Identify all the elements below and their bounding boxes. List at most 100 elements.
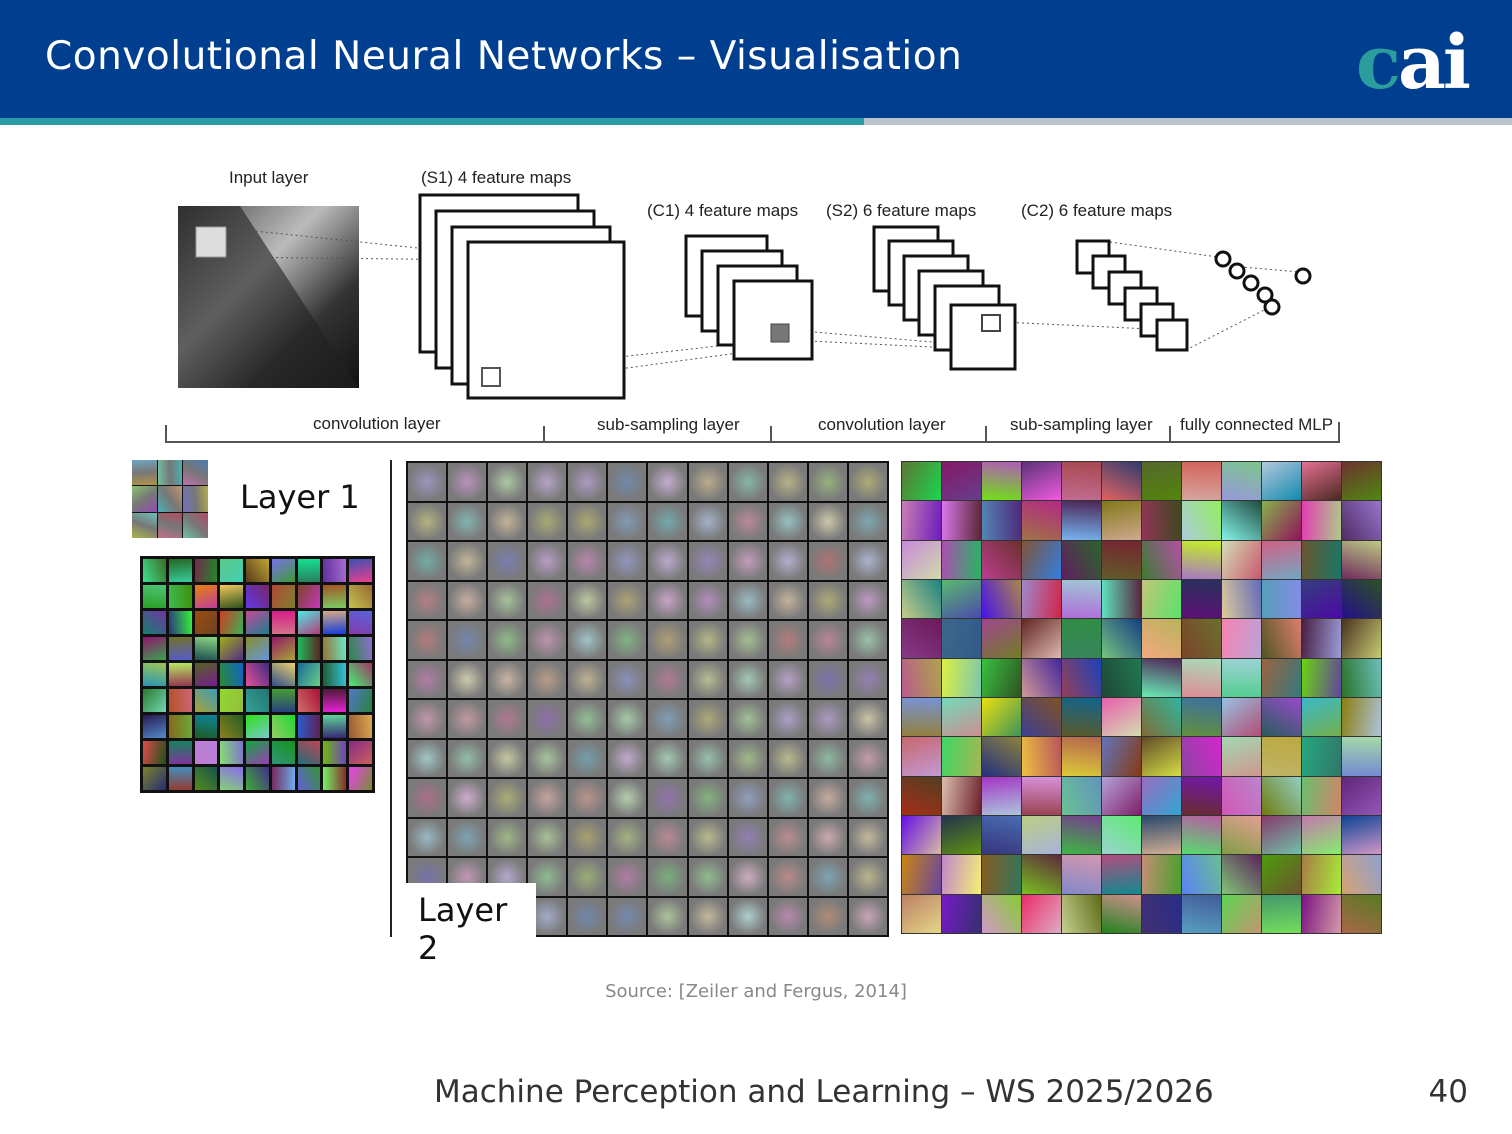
patch-cell (648, 858, 687, 896)
patch-cell (297, 559, 321, 582)
patch-cell (1102, 579, 1141, 619)
patch-cell (246, 637, 269, 660)
patch-cell (608, 897, 647, 935)
patch-cell (768, 897, 807, 935)
patch-cell (608, 818, 647, 856)
patch-cell (297, 585, 321, 608)
patch-cell (271, 741, 295, 764)
patch-cell (168, 741, 192, 764)
patch-cell (768, 502, 807, 540)
patch-cell (942, 579, 981, 619)
patch-cell (488, 542, 527, 580)
patch-cell (608, 542, 647, 580)
patch-cell (728, 502, 767, 540)
patch-cell (1182, 501, 1221, 540)
patch-cell (1022, 815, 1061, 855)
patch-cell (220, 637, 244, 660)
patch-cell (902, 619, 941, 658)
patch-cell (349, 663, 372, 686)
patch-cell (648, 897, 687, 935)
s1-label: (S1) 4 feature maps (421, 168, 572, 187)
patch-cell (168, 637, 192, 660)
patch-cell (848, 542, 887, 580)
patch-cell (1342, 855, 1381, 894)
patch-cell (648, 818, 687, 856)
slide-title: Convolutional Neural Networks – Visualis… (45, 34, 963, 79)
patch-cell (1222, 540, 1261, 579)
patch-cell (488, 818, 527, 856)
patch-cell (297, 689, 321, 712)
patch-cell (942, 855, 981, 894)
patch-cell (568, 621, 607, 659)
patch-cell (168, 611, 192, 634)
patch-cell (448, 502, 487, 540)
patch-cell (528, 502, 567, 540)
patch-cell (688, 779, 727, 817)
patch-cell (1022, 658, 1061, 697)
patch-cell (1302, 540, 1341, 579)
patch-cell (768, 463, 807, 501)
patch-cell (1022, 697, 1061, 737)
mlp-nodes (1214, 250, 1312, 316)
patch-cell (1262, 776, 1301, 815)
patch-cell (323, 715, 347, 738)
patch-cell (1302, 462, 1341, 501)
patch-cell (688, 739, 727, 777)
patch-cell (132, 460, 157, 486)
patch-cell (271, 559, 295, 582)
stage-label: sub-sampling layer (597, 415, 740, 434)
patch-cell (1222, 579, 1261, 619)
patch-cell (568, 502, 607, 540)
patch-cell (194, 611, 218, 634)
patch-cell (143, 767, 166, 790)
patch-cell (488, 779, 527, 817)
patch-cell (448, 463, 487, 501)
patch-cell (246, 663, 269, 686)
patch-cell (1342, 894, 1381, 933)
patch-cell (1062, 462, 1101, 501)
patch-cell (808, 502, 847, 540)
patch-cell (323, 741, 347, 764)
patch-cell (448, 779, 487, 817)
patch-cell (349, 559, 372, 582)
patch-cell (608, 739, 647, 777)
patch-cell (297, 741, 321, 764)
patch-cell (168, 585, 192, 608)
patch-cell (688, 700, 727, 738)
patch-cell (194, 637, 218, 660)
patch-cell (1302, 894, 1341, 933)
patch-cell (902, 697, 941, 737)
patch-cell (982, 619, 1021, 658)
patch-cell (1142, 501, 1181, 540)
patch-cell (1062, 658, 1101, 697)
stage-brackets (165, 422, 1340, 443)
patch-cell (728, 660, 767, 698)
patch-cell (297, 767, 321, 790)
patch-cell (194, 585, 218, 608)
patch-cell (768, 581, 807, 619)
patch-cell (1102, 619, 1141, 658)
patch-cell (168, 689, 192, 712)
patch-cell (528, 660, 567, 698)
patch-cell (297, 715, 321, 738)
patch-cell (902, 579, 941, 619)
patch-cell (408, 542, 447, 580)
patch-cell (1142, 894, 1181, 933)
patch-cell (1142, 815, 1181, 855)
patch-cell (1222, 658, 1261, 697)
patch-cell (349, 689, 372, 712)
patch-cell (728, 621, 767, 659)
patch-cell (982, 894, 1021, 933)
patch-cell (568, 858, 607, 896)
patch-cell (1062, 540, 1101, 579)
patch-cell (1262, 540, 1301, 579)
patch-cell (1062, 697, 1101, 737)
patch-cell (246, 611, 269, 634)
patch-cell (1102, 737, 1141, 776)
patch-cell (568, 818, 607, 856)
patch-cell (902, 855, 941, 894)
patch-cell (1182, 894, 1221, 933)
patch-cell (1222, 815, 1261, 855)
patch-cell (1182, 540, 1221, 579)
patch-cell (1262, 462, 1301, 501)
